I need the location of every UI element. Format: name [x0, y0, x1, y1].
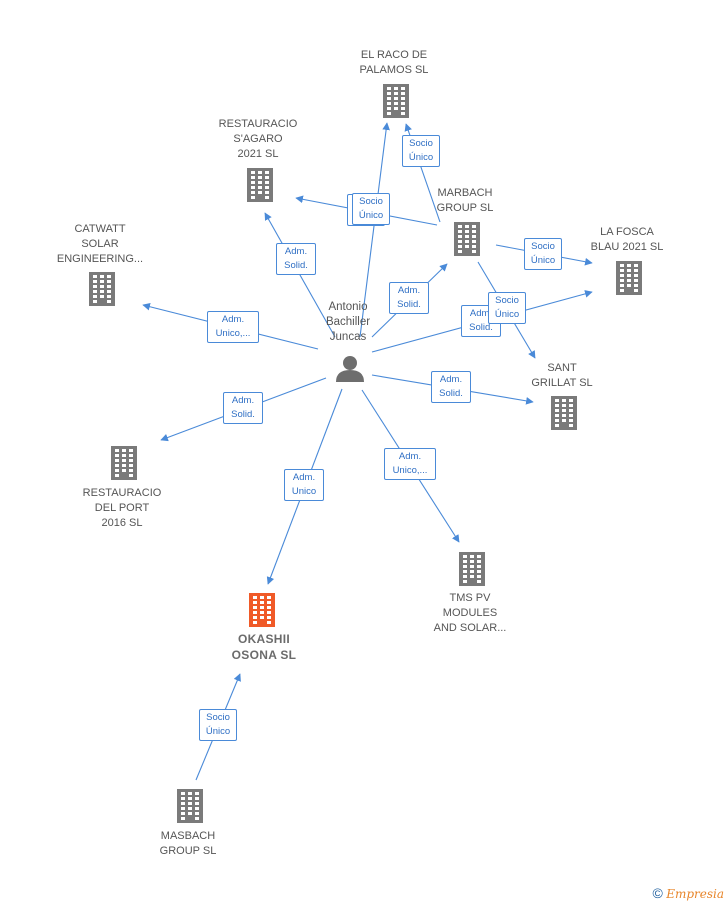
building-icon-okashii[interactable]: [249, 593, 275, 627]
building-icon-restauracio-port[interactable]: [111, 446, 137, 480]
edge-label-center-to-marbach[interactable]: Adm. Solid.: [389, 282, 429, 314]
company-label-restauracio-sagaro[interactable]: RESTAURACIO S'AGARO 2021 SL: [218, 117, 298, 160]
edge-label-marbach-to-la-fosca[interactable]: Socio Único: [524, 238, 562, 270]
edge-label-marbach-to-restauracio-sagaro[interactable]: Socio Único: [352, 193, 390, 225]
company-label-tms[interactable]: TMS PV MODULES AND SOLAR...: [433, 591, 507, 634]
edge-label-center-to-catwatt[interactable]: Adm. Unico,...: [207, 311, 259, 343]
company-label-marbach[interactable]: MARBACH GROUP SL: [436, 187, 494, 214]
edge-label-center-to-restauracio-port[interactable]: Adm. Solid.: [223, 392, 263, 424]
building-icon-restauracio-sagaro[interactable]: [247, 168, 273, 202]
edge-label-masbach-to-okashii[interactable]: Socio Único: [199, 709, 237, 741]
building-icon-tms[interactable]: [459, 552, 485, 586]
person-icon[interactable]: [336, 356, 364, 382]
company-label-catwatt[interactable]: CATWATT SOLAR ENGINEERING...: [56, 222, 144, 265]
building-icon-masbach[interactable]: [177, 789, 203, 823]
edge-label-marbach-to-el-raco[interactable]: Socio Único: [402, 135, 440, 167]
copyright-icon: ©: [652, 885, 663, 901]
edge-label-marbach-to-sant-grillat[interactable]: Socio Único: [488, 292, 526, 324]
brand-name: Empresia: [666, 887, 724, 901]
edge-label-center-to-tms[interactable]: Adm. Unico,...: [384, 448, 436, 480]
building-icon-sant-grillat[interactable]: [551, 396, 577, 430]
company-label-okashii[interactable]: OKASHII OSONA SL: [231, 632, 297, 662]
person-name-label[interactable]: Antonio Bachiller Juncas: [325, 301, 371, 343]
edge-center-to-restauracio-sagaro: [264, 212, 336, 338]
company-label-restauracio-port[interactable]: RESTAURACIO DEL PORT 2016 SL: [82, 486, 162, 529]
footer-brand: © Empresia: [653, 885, 724, 901]
edge-label-center-to-okashii[interactable]: Adm. Unico: [284, 469, 324, 501]
edge-label-center-to-sant-grillat[interactable]: Adm. Solid.: [431, 371, 471, 403]
company-label-sant-grillat[interactable]: SANT GRILLAT SL: [531, 362, 593, 389]
building-icon-el-raco[interactable]: [383, 84, 409, 118]
company-label-la-fosca[interactable]: LA FOSCA BLAU 2021 SL: [590, 226, 664, 253]
edge-center-to-el-raco: [359, 122, 390, 338]
building-icon-marbach[interactable]: [454, 222, 480, 256]
edge-label-center-to-restauracio-sagaro[interactable]: Adm. Solid.: [276, 243, 316, 275]
company-label-el-raco[interactable]: EL RACO DE PALAMOS SL: [359, 49, 429, 76]
company-label-masbach[interactable]: MASBACH GROUP SL: [159, 830, 217, 857]
building-icon-catwatt[interactable]: [89, 272, 115, 306]
building-icon-la-fosca[interactable]: [616, 261, 642, 295]
